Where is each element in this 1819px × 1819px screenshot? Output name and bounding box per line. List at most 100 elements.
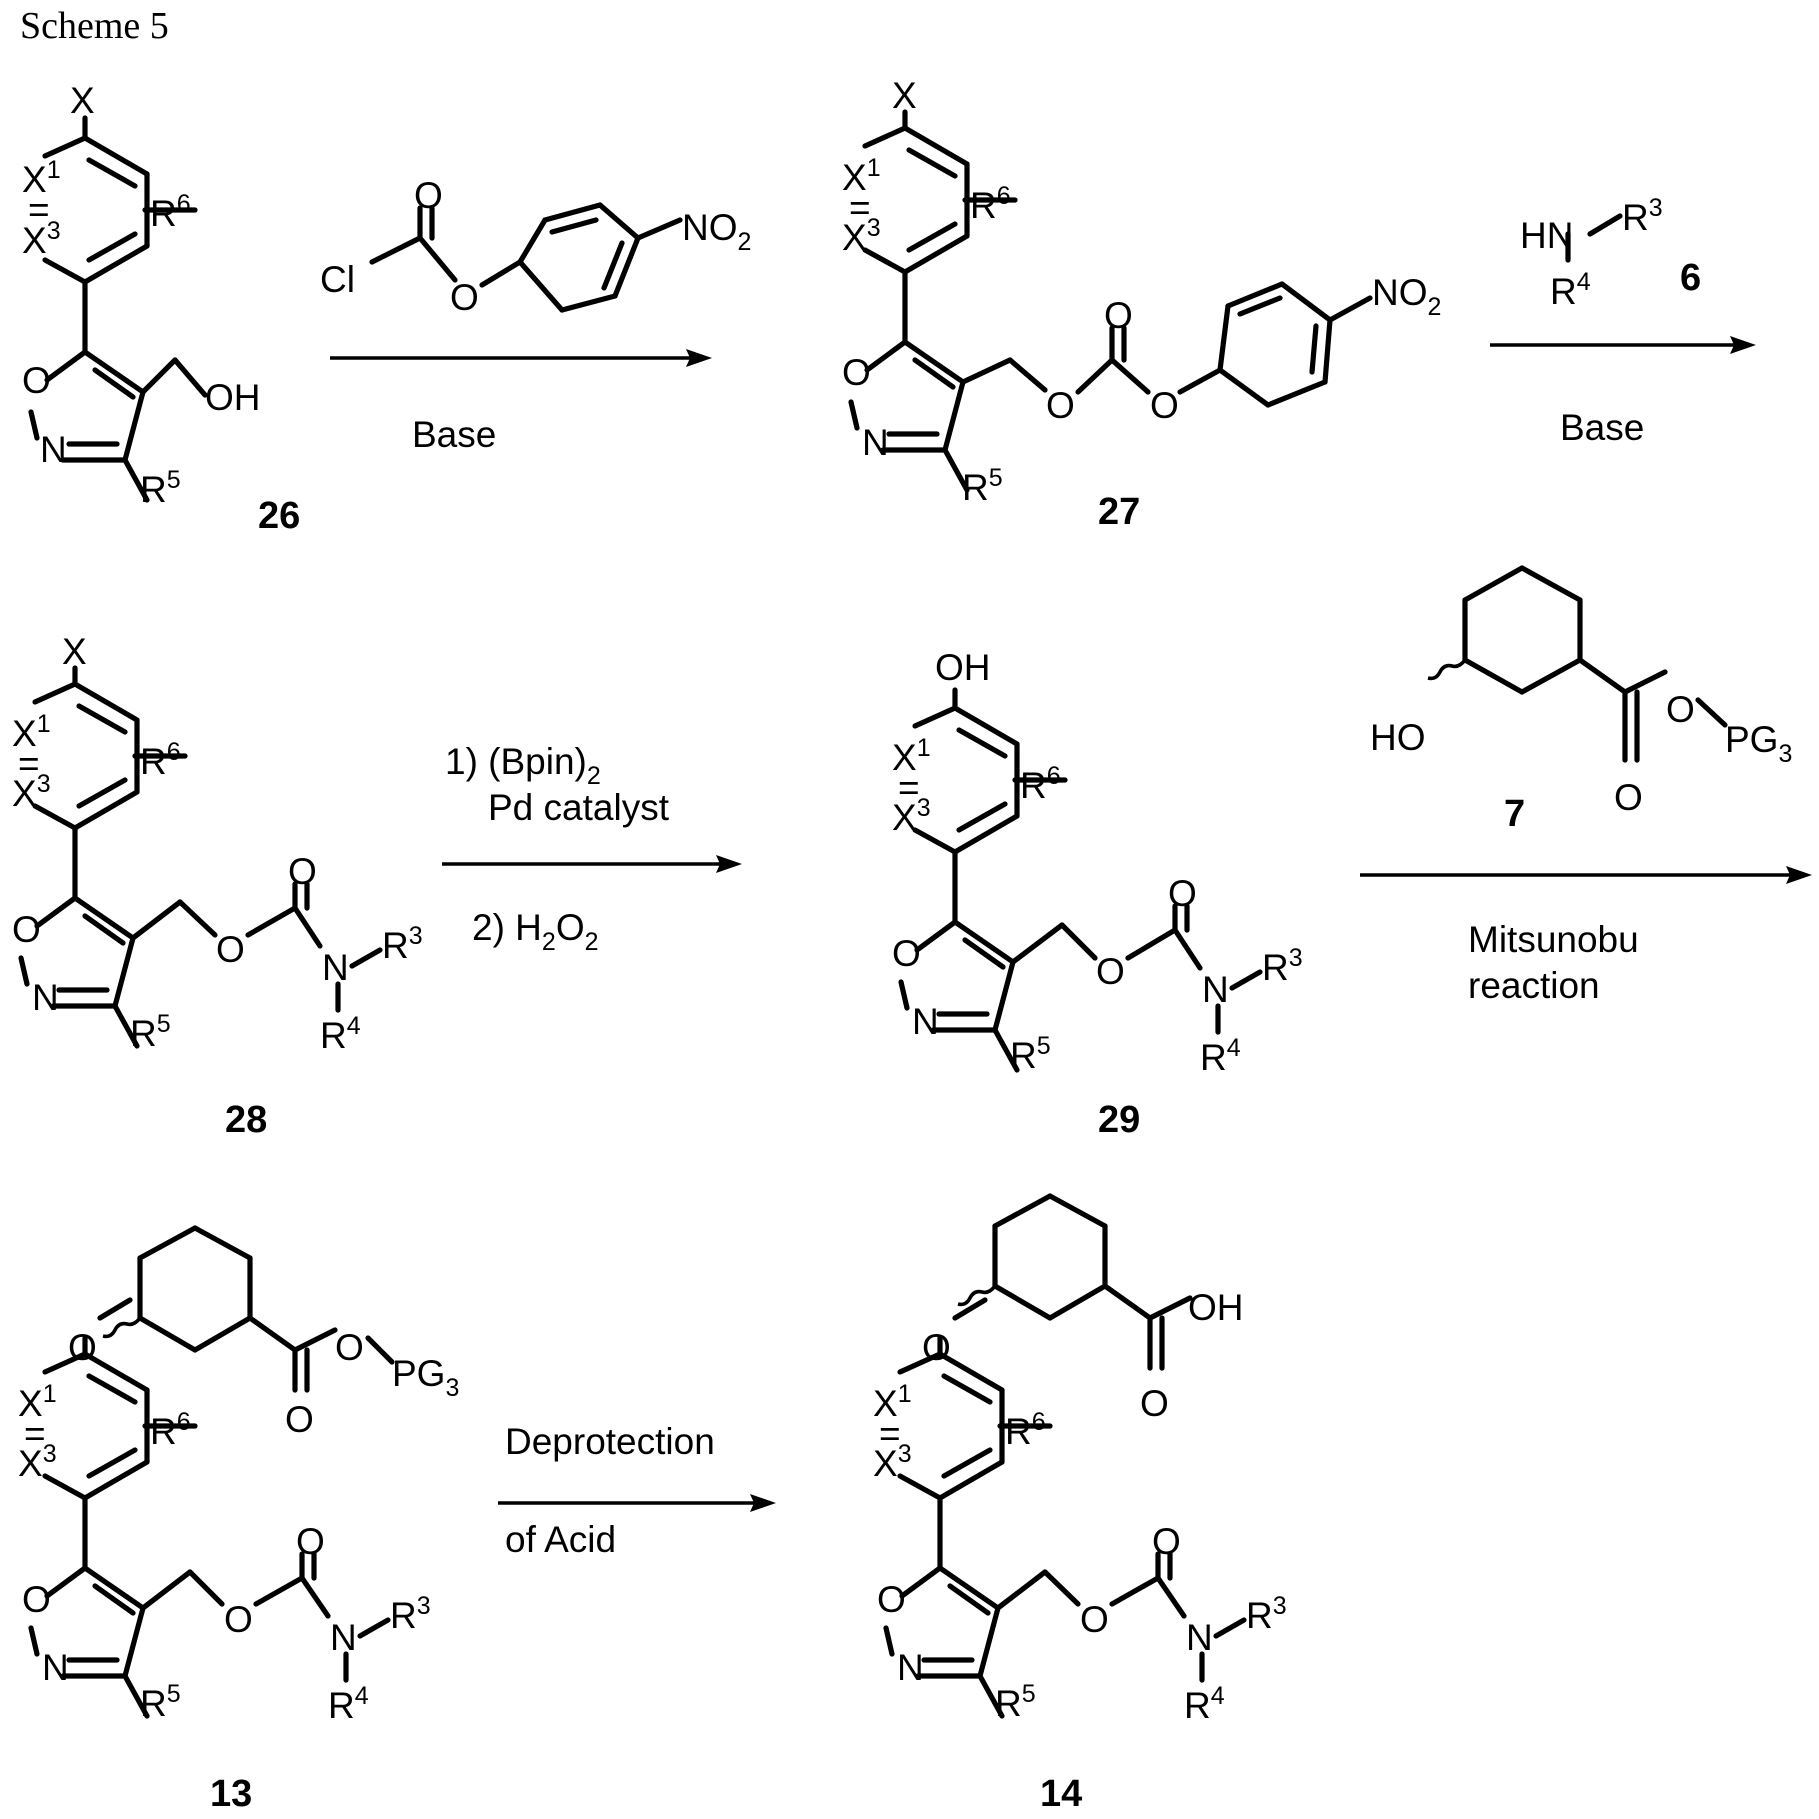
atom-o: O xyxy=(1150,385,1179,426)
compound-number: 6 xyxy=(1680,257,1701,299)
compound-number: 28 xyxy=(225,1099,267,1141)
atom-o: O xyxy=(842,352,871,393)
reagent-7-hydroxy-cyclohexane-ester: HO O O PG3 7 xyxy=(1370,568,1792,835)
atom-o: O xyxy=(224,1599,253,1640)
atom-r3: R3 xyxy=(1622,194,1663,238)
atom-r5: R5 xyxy=(140,1680,181,1724)
compound-number: 7 xyxy=(1504,793,1525,835)
condition-deprotection: Deprotection xyxy=(505,1421,715,1462)
compound-27: X X1 = X3 R6 O N O O O NO2 R5 27 xyxy=(842,75,1441,533)
atom-n: N xyxy=(40,429,67,470)
atom-r6: R6 xyxy=(150,1408,191,1452)
atom-r4: R4 xyxy=(328,1682,369,1726)
atom-hn: HN xyxy=(1520,215,1573,256)
atom-n: N xyxy=(862,422,889,463)
atom-r4: R4 xyxy=(320,1012,361,1056)
compound-26: X X1 = X3 R6 O N OH R5 26 xyxy=(22,80,300,537)
atom-r3: R3 xyxy=(382,922,423,966)
atom-o: O xyxy=(1104,295,1133,336)
atom-o: O xyxy=(285,1399,314,1440)
atom-x: X xyxy=(62,631,87,672)
atom-n: N xyxy=(1186,1617,1213,1658)
compound-28: X X1 = X3 R6 O N O O N R3 R4 R5 28 xyxy=(12,631,423,1141)
condition-of-acid: of Acid xyxy=(505,1519,616,1560)
atom-o: O xyxy=(12,909,41,950)
atom-o: O xyxy=(335,1327,364,1368)
atom-o: O xyxy=(1140,1383,1169,1424)
atom-r3: R3 xyxy=(1246,1592,1287,1636)
atom-no2: NO2 xyxy=(682,207,751,256)
condition-reaction: reaction xyxy=(1468,965,1600,1006)
condition-pd-catalyst: Pd catalyst xyxy=(488,787,670,828)
condition-mitsunobu: Mitsunobu xyxy=(1468,919,1639,960)
atom-oh: OH xyxy=(935,647,991,688)
atom-o: O xyxy=(68,1327,97,1368)
atom-o: O xyxy=(22,360,51,401)
atom-ho: HO xyxy=(1370,717,1426,758)
atom-o: O xyxy=(1666,689,1695,730)
atom-no2: NO2 xyxy=(1372,272,1441,321)
atom-r4: R4 xyxy=(1550,268,1591,312)
atom-n: N xyxy=(897,1647,924,1688)
compound-number: 29 xyxy=(1098,1099,1140,1141)
compound-14: O OH O X1 = X3 R6 O N O O N R3 R4 R5 14 xyxy=(873,1196,1287,1815)
atom-r6: R6 xyxy=(1020,762,1061,806)
reaction-arrow-4: Mitsunobu reaction xyxy=(1360,866,1812,1006)
condition-h2o2: 2) H2O2 xyxy=(472,907,599,956)
atom-r6: R6 xyxy=(970,182,1011,226)
atom-x3: X3 xyxy=(22,217,61,261)
atom-o: O xyxy=(1152,1521,1181,1562)
atom-pg3: PG3 xyxy=(392,1353,459,1402)
condition-base: Base xyxy=(412,414,496,455)
compound-number: 27 xyxy=(1098,491,1140,533)
compound-number: 26 xyxy=(258,495,300,537)
atom-o: O xyxy=(414,175,443,216)
atom-n: N xyxy=(330,1617,357,1658)
atom-r5: R5 xyxy=(130,1010,171,1054)
atom-o: O xyxy=(1046,385,1075,426)
atom-o: O xyxy=(216,929,245,970)
compound-29: OH X1 = X3 R6 O N O O N R3 R4 R5 29 xyxy=(892,647,1303,1141)
atom-o: O xyxy=(877,1579,906,1620)
atom-pg3: PG3 xyxy=(1725,719,1792,768)
reaction-arrow-2: Base xyxy=(1490,336,1756,448)
atom-n: N xyxy=(912,1001,939,1042)
atom-r4: R4 xyxy=(1184,1682,1225,1726)
atom-o: O xyxy=(450,277,479,318)
compound-13: O O O PG3 X1 = X3 R6 O N O O N R3 R4 R5 … xyxy=(18,1228,459,1815)
atom-n: N xyxy=(322,947,349,988)
atom-o: O xyxy=(1614,777,1643,818)
atom-x3: X3 xyxy=(12,770,51,814)
atom-cl: Cl xyxy=(320,259,355,300)
compound-number: 13 xyxy=(210,1773,252,1815)
atom-o: O xyxy=(1096,951,1125,992)
atom-x: X xyxy=(892,75,917,116)
compound-number: 14 xyxy=(1040,1773,1082,1815)
atom-oh: OH xyxy=(205,377,261,418)
atom-n: N xyxy=(42,1647,69,1688)
condition-base: Base xyxy=(1560,407,1644,448)
atom-o: O xyxy=(22,1579,51,1620)
atom-oh: OH xyxy=(1188,1287,1244,1328)
atom-x: X xyxy=(70,80,95,121)
atom-r6: R6 xyxy=(150,190,191,234)
reaction-arrow-3: 1) (Bpin)2 Pd catalyst 2) H2O2 xyxy=(442,741,742,956)
scheme-title: Scheme 5 xyxy=(20,5,169,47)
atom-x3: X3 xyxy=(892,794,931,838)
reaction-arrow-1: Base xyxy=(330,349,712,455)
atom-o: O xyxy=(1080,1599,1109,1640)
atom-o: O xyxy=(296,1521,325,1562)
atom-r3: R3 xyxy=(1262,944,1303,988)
atom-r5: R5 xyxy=(962,464,1003,508)
atom-r6: R6 xyxy=(140,738,181,782)
atom-r6: R6 xyxy=(1005,1408,1046,1452)
atom-n: N xyxy=(1202,969,1229,1010)
reagent-amine-6: HN R3 R4 6 xyxy=(1520,194,1701,312)
atom-o: O xyxy=(288,851,317,892)
atom-o: O xyxy=(892,933,921,974)
reagent-nitrophenyl-chloroformate: Cl O O NO2 xyxy=(320,175,751,318)
atom-x3: X3 xyxy=(842,214,881,258)
atom-r3: R3 xyxy=(390,1592,431,1636)
